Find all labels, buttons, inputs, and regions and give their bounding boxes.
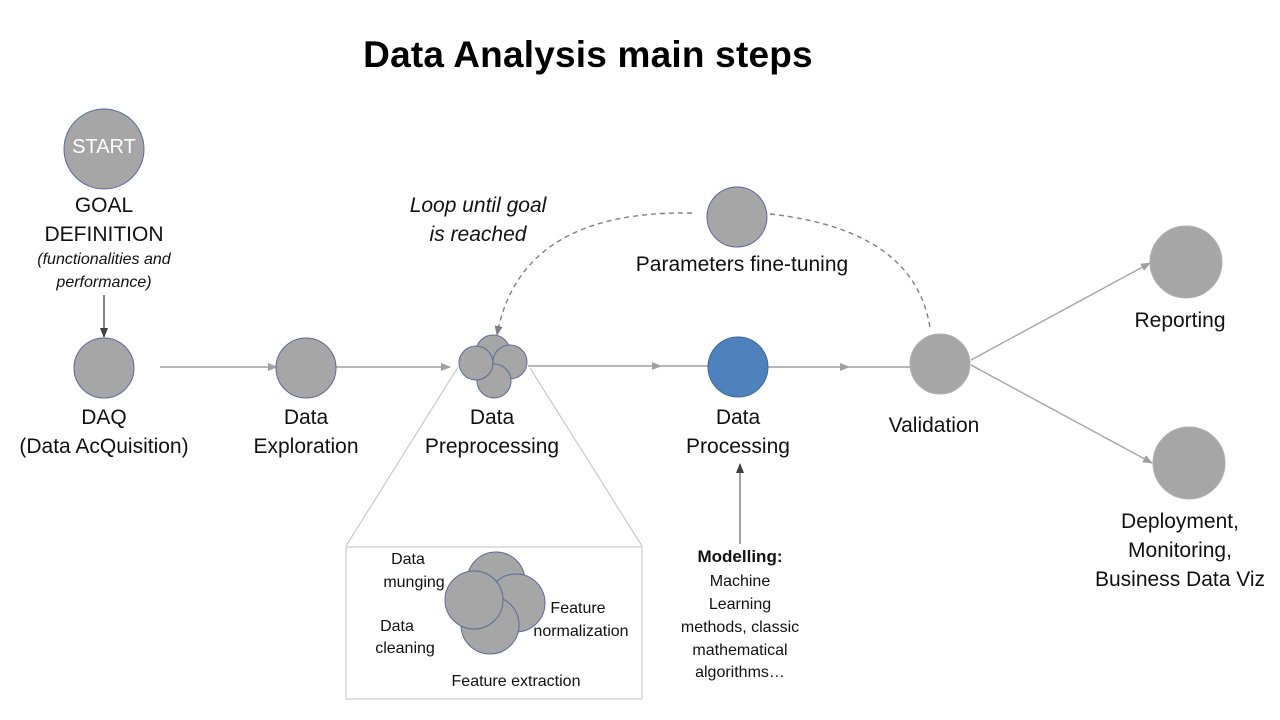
munging-label-line1: Data <box>391 551 425 568</box>
cleaning-label-line1: Data <box>380 618 414 635</box>
deployment-node[interactable] <box>1152 426 1226 500</box>
exploration-label-line2: Exploration <box>253 435 359 458</box>
preprocessing-label-line2: Preprocessing <box>424 435 560 458</box>
exploration-label-line1: Data <box>283 406 329 429</box>
munging-label-line2: munging <box>383 574 445 591</box>
modelling-line4: mathematical <box>692 642 788 659</box>
goal-note-line2: performance) <box>56 274 152 291</box>
zoom-line-right <box>529 367 643 547</box>
goal-note-line1: (functionalities and <box>37 251 171 268</box>
processing-to-validation-arrowhead <box>840 363 850 371</box>
detail-circle-left <box>444 570 504 630</box>
detail-cluster <box>444 551 546 655</box>
daq-label-line1: DAQ <box>81 406 127 429</box>
cluster-circle-left <box>458 345 494 381</box>
cleaning-label-line2: cleaning <box>375 640 435 657</box>
exploration-node[interactable] <box>275 337 337 399</box>
loop-dashed-arc-left <box>494 212 693 336</box>
deployment-label-line2: Monitoring, <box>1128 539 1232 562</box>
goal-label-line1: GOAL <box>74 194 134 217</box>
processing-node[interactable] <box>707 336 769 398</box>
fine-tuning-label: Parameters fine-tuning <box>635 253 849 276</box>
reporting-node[interactable] <box>1149 225 1223 299</box>
modelling-line2: Learning <box>708 596 772 613</box>
daq-label-line2: (Data AcQuisition) <box>19 435 189 458</box>
preprocessing-label-line1: Data <box>469 406 515 429</box>
start-node[interactable] <box>63 108 145 190</box>
normalization-label-line2: normalization <box>533 623 629 640</box>
zoom-line-left <box>345 366 459 547</box>
modelling-title: Modelling: <box>697 547 783 566</box>
goal-label-line2: DEFINITION <box>44 223 164 246</box>
modelling-line3: methods, classic <box>680 619 800 636</box>
fine-tuning-node[interactable] <box>706 186 768 248</box>
preprocessing-to-processing-arrowhead <box>652 362 662 370</box>
validation-label: Validation <box>888 414 980 437</box>
modelling-line5: algorithms… <box>695 664 785 681</box>
preprocessing-node-cluster[interactable] <box>458 334 528 399</box>
validation-node[interactable] <box>909 333 971 395</box>
processing-label-line1: Data <box>715 406 761 429</box>
daq-node[interactable] <box>73 337 135 399</box>
reporting-label: Reporting <box>1134 309 1226 332</box>
validation-to-reporting-connector <box>970 262 1151 361</box>
loop-label-line2: is reached <box>429 223 527 246</box>
start-label: START <box>72 136 136 158</box>
preprocessing-detail-box <box>345 546 643 700</box>
page-title: Data Analysis main steps <box>363 34 813 75</box>
extraction-label: Feature extraction <box>451 673 581 690</box>
deployment-label-line1: Deployment, <box>1121 510 1239 533</box>
validation-to-deployment-connector <box>970 364 1153 464</box>
loop-label-line1: Loop until goal <box>409 194 547 217</box>
normalization-label-line1: Feature <box>550 600 606 617</box>
modelling-line1: Machine <box>709 573 771 590</box>
loop-dashed-arc-right <box>769 213 931 329</box>
processing-label-line2: Processing <box>686 435 790 458</box>
deployment-label-line3: Business Data Viz <box>1094 568 1266 591</box>
